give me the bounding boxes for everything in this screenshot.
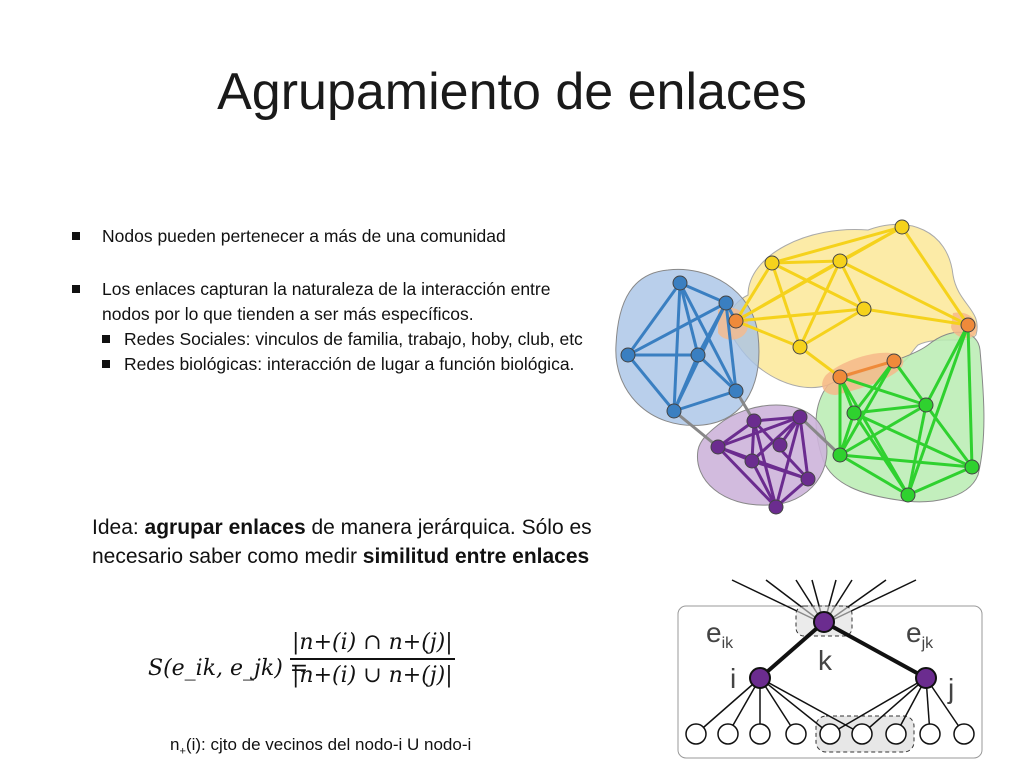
yellow-edges	[734, 225, 970, 379]
link-similarity-diagram: eik ejk k i j	[677, 579, 983, 759]
idea-bold-2: similitud entre enlaces	[362, 545, 590, 568]
sub-bullet-item: Redes biológicas: interacción de lugar a…	[72, 352, 592, 377]
idea-middle: de manera jerárquica. Sólo es necesario …	[92, 516, 592, 568]
bullet-item: Nodos pueden pertenecer a más de una com…	[72, 224, 592, 249]
neighbors-note: n+(i): cjto de vecinos del nodo-i U nodo…	[170, 735, 471, 757]
slide-title: Agrupamiento de enlaces	[217, 63, 807, 121]
edge-ejk	[823, 620, 927, 680]
nodes	[620, 219, 980, 515]
square-bullet-icon	[102, 335, 110, 343]
leaf-nodes	[685, 723, 975, 745]
node-j	[915, 667, 937, 689]
note-sub: +	[179, 745, 186, 758]
green-edges	[838, 324, 974, 497]
blue-community-region	[615, 268, 760, 426]
formula-lhs: S(e_ik, e_jk) =	[148, 656, 309, 681]
edge-eik	[758, 620, 826, 680]
note-pre: n	[170, 735, 180, 754]
sub-bullet-item: Redes Sociales: vinculos de familia, tra…	[72, 327, 592, 352]
bullet-text: Nodos pueden pertenecer a más de una com…	[102, 226, 506, 246]
square-bullet-icon	[72, 285, 80, 293]
formula-numerator: |n+(i) ∩ n+(j)|	[292, 630, 453, 655]
bullet-text: Los enlaces capturan la naturaleza de la…	[102, 279, 551, 324]
blue-edges	[626, 281, 738, 413]
node-i	[749, 667, 771, 689]
label-j: j	[947, 673, 954, 704]
formula-denominator: |n+(i) ∪ n+(j)|	[292, 663, 453, 688]
node-k	[813, 611, 835, 633]
bullet-item: Los enlaces capturan la naturaleza de la…	[72, 277, 592, 327]
note-post: (i): cjto de vecinos del nodo-i U nodo-i	[185, 735, 472, 754]
label-k: k	[818, 645, 833, 676]
label-eik: eik	[706, 617, 734, 652]
sub-bullet-text: Redes biológicas: interacción de lugar a…	[124, 354, 575, 374]
overlapping-communities-figure	[615, 219, 985, 515]
bullet-list: Nodos pueden pertenecer a más de una com…	[72, 224, 592, 377]
idea-prefix: Idea:	[92, 516, 145, 539]
idea-paragraph: Idea: agrupar enlaces de manera jerárqui…	[92, 513, 592, 571]
square-bullet-icon	[102, 360, 110, 368]
fraction-bar	[290, 658, 455, 660]
square-bullet-icon	[72, 232, 80, 240]
idea-bold-1: agrupar enlaces	[144, 516, 306, 539]
sub-bullet-text: Redes Sociales: vinculos de familia, tra…	[124, 329, 583, 349]
formula-fraction: |n+(i) ∩ n+(j)| |n+(i) ∪ n+(j)|	[290, 630, 455, 688]
label-ejk: ejk	[906, 617, 934, 652]
label-i: i	[730, 663, 736, 694]
orange-edges	[839, 359, 895, 379]
